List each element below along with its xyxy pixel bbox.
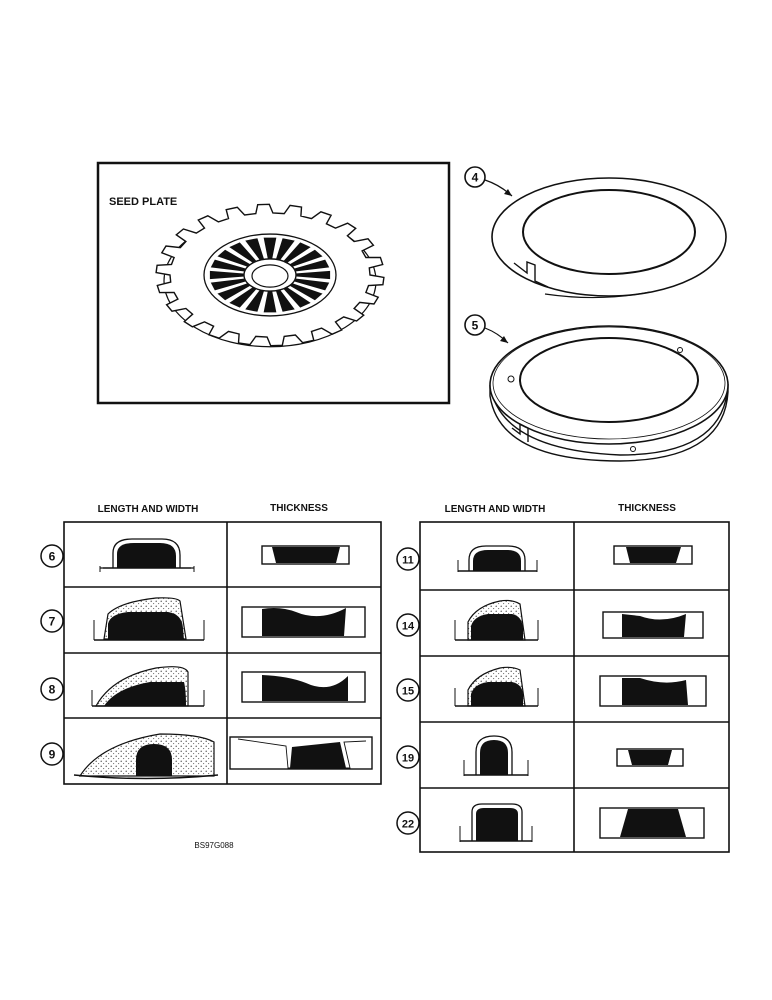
right-callout-11: 11 <box>402 555 414 567</box>
left-callout-9: 9 <box>49 748 56 762</box>
seed-plate-slot <box>289 283 323 301</box>
wear-row-22 <box>459 803 705 842</box>
seed-plate-title: SEED PLATE <box>109 196 177 208</box>
callout-4 <box>464 166 486 188</box>
callout-4-number: 4 <box>472 171 479 185</box>
ring-item-5: 5 <box>464 314 729 462</box>
wear-row-9 <box>73 733 373 780</box>
seed-plate-slot <box>210 259 246 272</box>
left-callout-6: 6 <box>49 550 56 564</box>
left-callout-8: 8 <box>49 683 56 697</box>
wear-table-left: LENGTH AND WIDTH THICKNESS <box>40 503 382 785</box>
wear-row-15 <box>454 666 707 707</box>
wear-row-6 <box>99 538 350 572</box>
seed-plate-center-hole <box>251 264 289 288</box>
right-header-thickness: THICKNESS <box>618 503 676 514</box>
left-row-callouts: 6 7 8 9 <box>40 544 64 766</box>
right-callout-19: 19 <box>402 753 414 765</box>
seed-plate-panel: SEED PLATE <box>96 161 451 405</box>
wear-table-right: LENGTH AND WIDTH THICKNESS <box>396 503 730 853</box>
seed-plate-illustration <box>155 203 385 348</box>
right-header-length-width: LENGTH AND WIDTH <box>445 504 546 515</box>
seed-plate-slot <box>210 278 246 291</box>
seed-plate-slot <box>296 270 331 280</box>
seed-plate-slot <box>217 249 251 267</box>
right-callout-22: 22 <box>402 819 414 831</box>
callout-5-number: 5 <box>472 319 479 333</box>
right-callout-14: 14 <box>402 621 415 633</box>
seed-plate-slot <box>294 278 330 291</box>
seed-plate-slot <box>294 259 330 272</box>
left-header-length-width: LENGTH AND WIDTH <box>98 504 199 515</box>
left-callout-7: 7 <box>49 615 56 629</box>
right-callout-15: 15 <box>402 686 414 698</box>
wear-row-11 <box>457 545 693 572</box>
seed-plate-slot <box>217 283 251 301</box>
figure-code: BS97G088 <box>194 841 234 850</box>
seed-plate-slot <box>289 249 323 267</box>
ring-item-4: 4 <box>464 166 727 299</box>
wear-row-7 <box>93 597 366 641</box>
right-row-callouts: 11 14 15 19 22 <box>396 547 420 835</box>
wear-row-14 <box>454 599 704 641</box>
wear-row-19 <box>463 735 684 776</box>
seed-plate-slot <box>209 270 244 280</box>
callout-5 <box>464 314 486 336</box>
left-header-thickness: THICKNESS <box>270 503 328 514</box>
wear-row-8 <box>91 666 366 707</box>
